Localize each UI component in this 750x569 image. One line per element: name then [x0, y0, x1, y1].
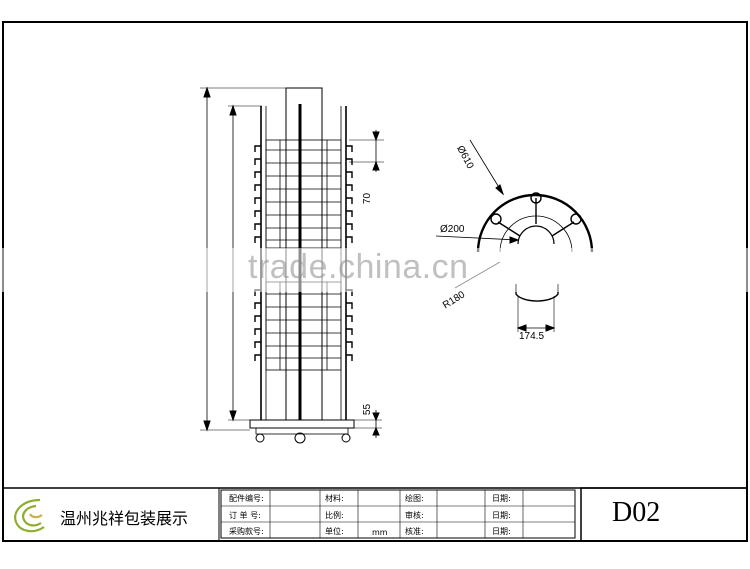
order-no-label: 订 单 号: — [229, 511, 261, 520]
title-block — [2, 487, 748, 542]
base-height-label: 55 — [362, 403, 374, 416]
drawing-code: D02 — [612, 497, 661, 528]
material-label: 材料: — [325, 494, 344, 503]
rack-front-view — [200, 86, 384, 444]
company-logo — [14, 498, 45, 533]
date-label-3: 日期: — [492, 527, 511, 536]
company-name: 温州兆祥包装展示 — [60, 509, 189, 528]
date-label-1: 日期: — [492, 494, 511, 503]
unit-label: 单位: — [325, 527, 344, 536]
watermark-band — [0, 248, 750, 292]
unit-value: mm — [372, 528, 388, 537]
shelf-spacing-label: 70 — [362, 192, 374, 205]
part-no-label: 配件编号: — [229, 494, 264, 503]
rack-top-view — [435, 139, 594, 332]
drawing-label: 绘图: — [405, 494, 424, 503]
bracket-width-label: 174.5 — [519, 331, 545, 342]
review-label: 审核: — [405, 511, 424, 520]
scale-label: 比例: — [325, 511, 344, 520]
approve-label: 核准: — [405, 527, 424, 536]
watermark-text: trade.china.cn — [248, 248, 469, 286]
inner-diameter-label: Ø200 — [440, 224, 465, 235]
purchase-no-label: 采购款号: — [229, 527, 264, 536]
date-label-2: 日期: — [492, 511, 511, 520]
